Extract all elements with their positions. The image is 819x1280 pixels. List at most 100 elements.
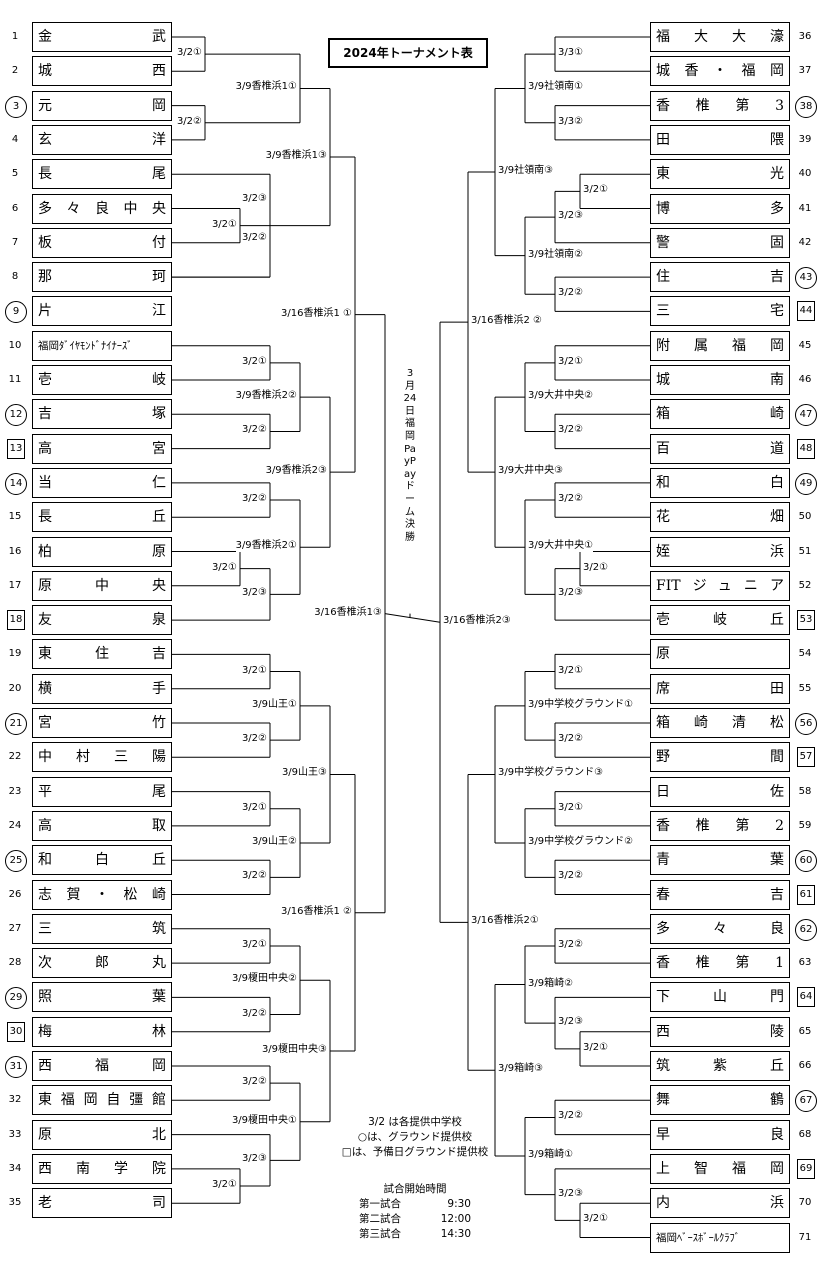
team-name: 多々良 [656, 920, 784, 937]
match-label: 3/16香椎浜2 ② [471, 315, 542, 328]
team-number: 25 [5, 850, 27, 873]
team-number: 60 [795, 850, 817, 873]
team-name: FITジュニア [656, 577, 784, 594]
team-number: 13 [7, 438, 25, 459]
team-30: 梅林 [32, 1016, 172, 1047]
team-11: 壱岐 [32, 365, 172, 395]
team-22: 中村三陽 [32, 742, 172, 773]
team-number: 42 [798, 236, 812, 248]
team-number: 51 [798, 545, 812, 557]
team-16: 柏原 [32, 536, 172, 567]
team-57: 野間 [650, 742, 790, 773]
team-name: 春吉 [656, 886, 784, 903]
team-41: 博多 [650, 193, 790, 224]
team-number: 36 [798, 31, 812, 42]
team-number: 1 [11, 31, 19, 42]
match-label: 3/2② [558, 938, 584, 951]
match-label: 3/2② [241, 1007, 267, 1020]
match-label: 3/2① [583, 561, 609, 574]
team-name: 那珂 [38, 269, 166, 286]
team-name: 香椎第3 [656, 97, 784, 114]
note-1: 3/2 は各提供中学校 [368, 1116, 462, 1128]
team-number: 49 [795, 472, 817, 495]
team-25: 和白丘 [32, 845, 172, 876]
team-67: 舞鶴 [650, 1085, 790, 1116]
team-number: 15 [8, 511, 22, 523]
team-29: 照葉 [32, 982, 172, 1013]
match-label: 3/2① [241, 801, 267, 814]
match-label: 3/16香椎浜1 ① [281, 307, 352, 320]
team-12: 吉塚 [32, 399, 172, 430]
team-number: 3 [5, 95, 27, 118]
match-label: 3/16香椎浜2① [471, 915, 539, 928]
team-number: 35 [8, 1197, 22, 1209]
team-number: 23 [8, 785, 22, 797]
team-name: 筑紫丘 [656, 1058, 784, 1074]
team-name: 中村三陽 [38, 749, 166, 766]
team-name: 福大大濠 [656, 29, 784, 45]
match-label: 3/2② [558, 424, 584, 437]
match-label: 3/16香椎浜1③ [314, 606, 382, 619]
team-38: 香椎第3 [650, 90, 790, 121]
team-name: 西南学院 [38, 1160, 166, 1177]
team-number: 10 [8, 339, 22, 351]
team-44: 三宅 [650, 296, 790, 327]
team-63: 香椎第1 [650, 948, 790, 979]
team-name: 城南 [656, 372, 784, 388]
team-31: 西福岡 [32, 1051, 172, 1081]
team-3: 元岡 [32, 90, 172, 121]
team-number: 58 [798, 785, 812, 797]
team-number: 14 [5, 472, 27, 495]
team-number: 65 [798, 1025, 812, 1037]
team-name: 警固 [656, 234, 784, 251]
match-label: 3/9香椎浜2② [235, 390, 297, 403]
match-label: 3/9社領南③ [498, 165, 554, 178]
team-name: 高取 [38, 817, 166, 834]
team-number: 6 [11, 202, 19, 214]
team-name: 博多 [656, 200, 784, 217]
match-label: 3/2② [558, 870, 584, 883]
team-name: 田隈 [656, 131, 784, 148]
team-name: 三宅 [656, 303, 784, 320]
team-number: 63 [798, 957, 812, 969]
team-27: 三筑 [32, 913, 172, 944]
team-61: 春吉 [650, 879, 790, 910]
team-66: 筑紫丘 [650, 1051, 790, 1081]
team-number: 34 [8, 1162, 22, 1174]
team-number: 40 [798, 168, 812, 180]
bracket-line [384, 613, 441, 623]
team-number: 69 [797, 1158, 815, 1179]
team-number: 27 [8, 922, 22, 934]
team-number: 18 [7, 610, 25, 631]
team-number: 47 [795, 404, 817, 427]
match-label: 3/9香椎浜1③ [265, 150, 327, 163]
team-65: 西陵 [650, 1016, 790, 1047]
team-number: 29 [5, 987, 27, 1010]
team-name: 金武 [38, 29, 166, 45]
match-label: 3/9山王① [251, 698, 297, 711]
team-number: 68 [798, 1128, 812, 1140]
team-71: 福岡ﾍﾞｰｽﾎﾞｰﾙｸﾗﾌﾞ [650, 1222, 790, 1253]
match-label: 3/2① [211, 1179, 237, 1192]
team-number: 71 [798, 1231, 812, 1243]
match-label: 3/2② [241, 231, 267, 244]
team-64: 下山門 [650, 982, 790, 1013]
match-label: 3/9中学校グラウンド① [528, 698, 634, 711]
team-number: 24 [8, 819, 22, 831]
team-50: 花畑 [650, 502, 790, 533]
match-label: 3/2① [211, 561, 237, 574]
team-name: 青葉 [656, 852, 784, 869]
team-number: 12 [5, 404, 27, 427]
team-15: 長丘 [32, 502, 172, 533]
team-number: 57 [797, 747, 815, 768]
schedule-heading: 試合開始時間 [383, 1183, 447, 1195]
team-19: 東住吉 [32, 639, 172, 670]
match-label: 3/9箱崎① [528, 1149, 574, 1162]
team-name: 花畑 [656, 509, 784, 526]
team-2: 城西 [32, 56, 172, 87]
team-name: 東福岡自彊館 [38, 1092, 166, 1109]
team-name: 西福岡 [38, 1058, 166, 1074]
team-name: 日佐 [656, 783, 784, 800]
match-label: 3/9大井中央① [528, 540, 594, 553]
match-label: 3/2① [211, 218, 237, 231]
